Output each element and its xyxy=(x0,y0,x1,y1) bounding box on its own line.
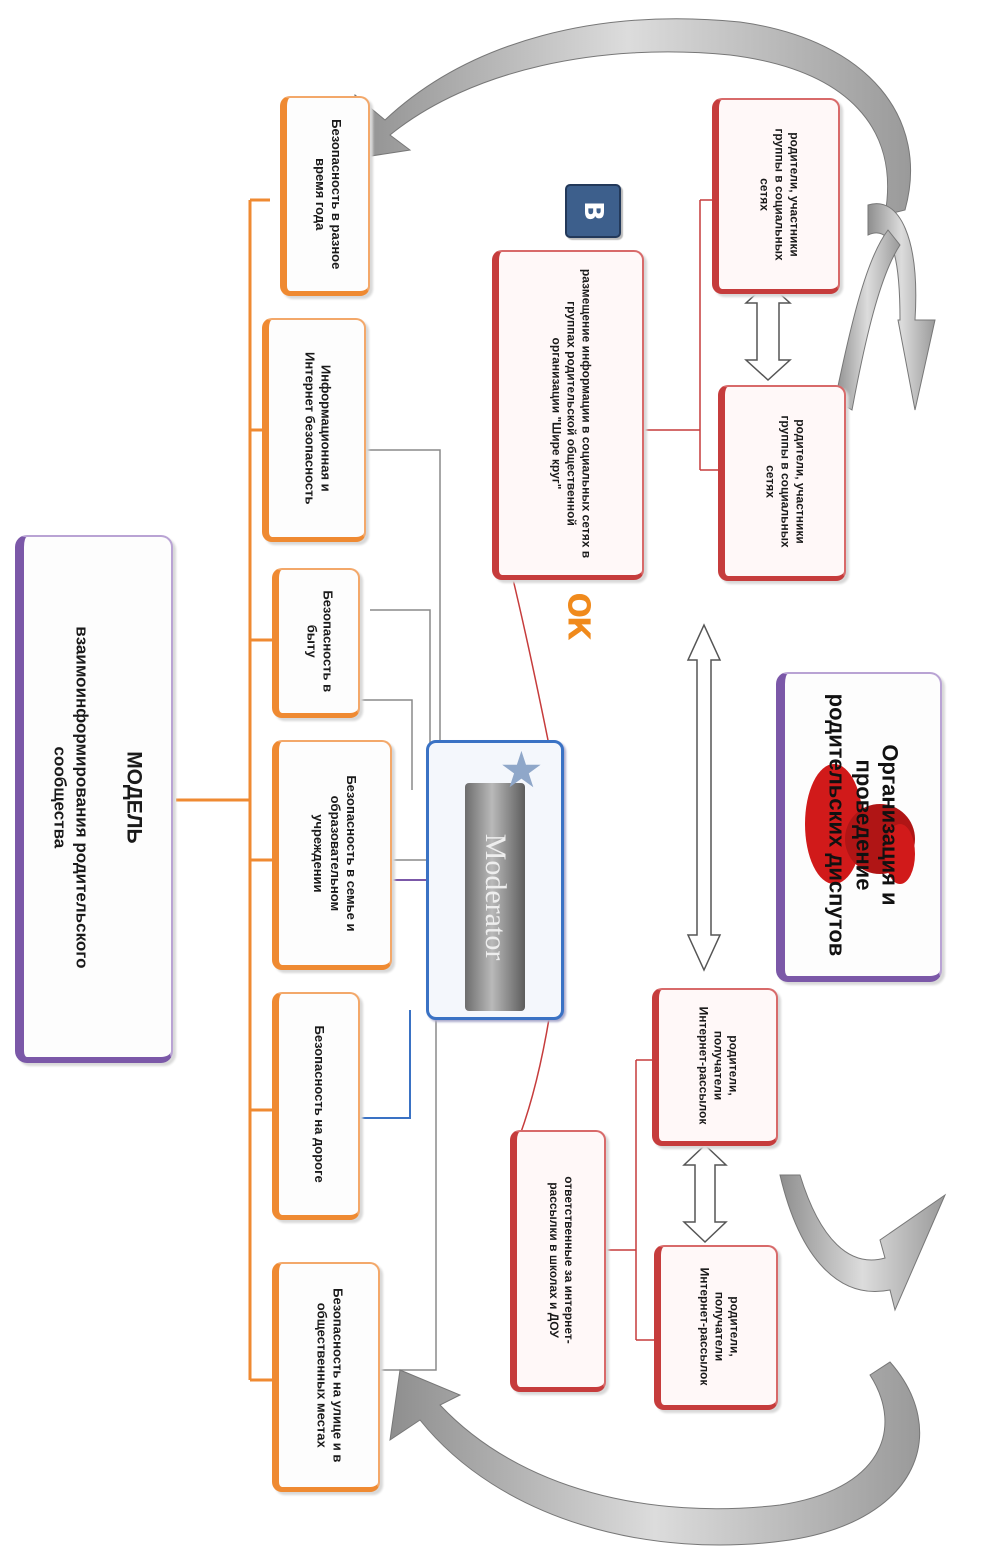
topic-label: Безопасность на улице и в общественных м… xyxy=(313,1288,345,1463)
social-members-bottom-box: родители, участники группы в социальных … xyxy=(718,385,846,581)
double-arrows xyxy=(682,281,792,1244)
ok-logo-text: ОК xyxy=(560,591,596,639)
social-placement-label: размещение информации в социальных сетях… xyxy=(549,268,593,559)
social-members-label: родители, участники группы в социальных … xyxy=(763,415,807,548)
mailing-recipients-label: родители, получатели Интернет-рассылок xyxy=(697,1267,741,1385)
topic-label: Безопасность в разное время года xyxy=(312,119,344,270)
topic-home-safety: Безопасность в быту xyxy=(272,568,360,718)
mailing-responsible-box: ответственные за интернет-рассылки в шко… xyxy=(510,1130,606,1392)
mailing-recipients-label: родители, получатели Интернет-рассылок xyxy=(696,1006,740,1125)
topic-road-safety: Безопасность на дороге xyxy=(272,992,360,1220)
double-arrow-social xyxy=(744,281,792,382)
topic-label: Безопасность в семье и образовательном у… xyxy=(311,775,359,932)
red-splash-decoration xyxy=(885,824,915,884)
moderator-label: Moderator xyxy=(479,833,512,961)
curved-arrow-bottom xyxy=(389,1361,921,1546)
model-title: МОДЕЛЬ xyxy=(121,750,145,844)
double-arrow-mailing xyxy=(682,1143,728,1244)
topic-family-school-safety: Безопасность в семье и образовательном у… xyxy=(272,740,392,970)
topic-street-safety: Безопасность на улице и в общественных м… xyxy=(272,1262,380,1492)
topic-internet-safety: Информационная и Интернет безопасность xyxy=(262,318,366,542)
curved-arrow-mailing xyxy=(779,1174,947,1312)
disputes-box: Организация и проведение родительских ди… xyxy=(776,672,942,982)
social-members-top-box: родители, участники группы в социальных … xyxy=(712,98,840,294)
vk-logo-text: B xyxy=(577,201,608,221)
moderator-connectors xyxy=(360,449,441,1371)
orange-tree-connectors xyxy=(176,198,272,1382)
social-placement-box: размещение информации в социальных сетях… xyxy=(492,250,644,580)
vk-logo-icon: B xyxy=(565,184,621,238)
curved-arrow-right-side xyxy=(834,229,901,411)
mailing-responsible-label: ответственные за интернет-рассылки в шко… xyxy=(546,1175,576,1344)
moderator-plate: Moderator xyxy=(465,783,525,1011)
topic-label: Информационная и Интернет безопасность xyxy=(301,352,333,505)
topic-label: Безопасность на дороге xyxy=(311,1025,327,1184)
star-icon: ★ xyxy=(499,741,544,799)
curved-arrow-right-top xyxy=(867,203,936,411)
topic-label: Безопасность в быту xyxy=(303,590,335,693)
topic-seasonal-safety: Безопасность в разное время года xyxy=(280,96,370,296)
double-arrow-long xyxy=(686,623,722,972)
model-title-box: МОДЕЛЬ взаимоинформирования родительског… xyxy=(15,535,173,1063)
social-members-label: родители, участники группы в социальных … xyxy=(757,128,801,261)
mailing-recipients-right-box: родители, получатели Интернет-рассылок xyxy=(652,988,778,1146)
curved-arrows xyxy=(344,18,947,1546)
mailing-recipients-left-box: родители, получатели Интернет-рассылок xyxy=(654,1245,778,1410)
moderator-box: Moderator ★ xyxy=(426,740,564,1020)
moderator-connector-blue xyxy=(360,1010,411,1119)
ok-logo-icon: ОК xyxy=(548,590,608,640)
disputes-label: Организация и проведение родительских ди… xyxy=(824,693,903,957)
model-subtitle: взаимоинформирования родительского сообщ… xyxy=(50,625,91,969)
